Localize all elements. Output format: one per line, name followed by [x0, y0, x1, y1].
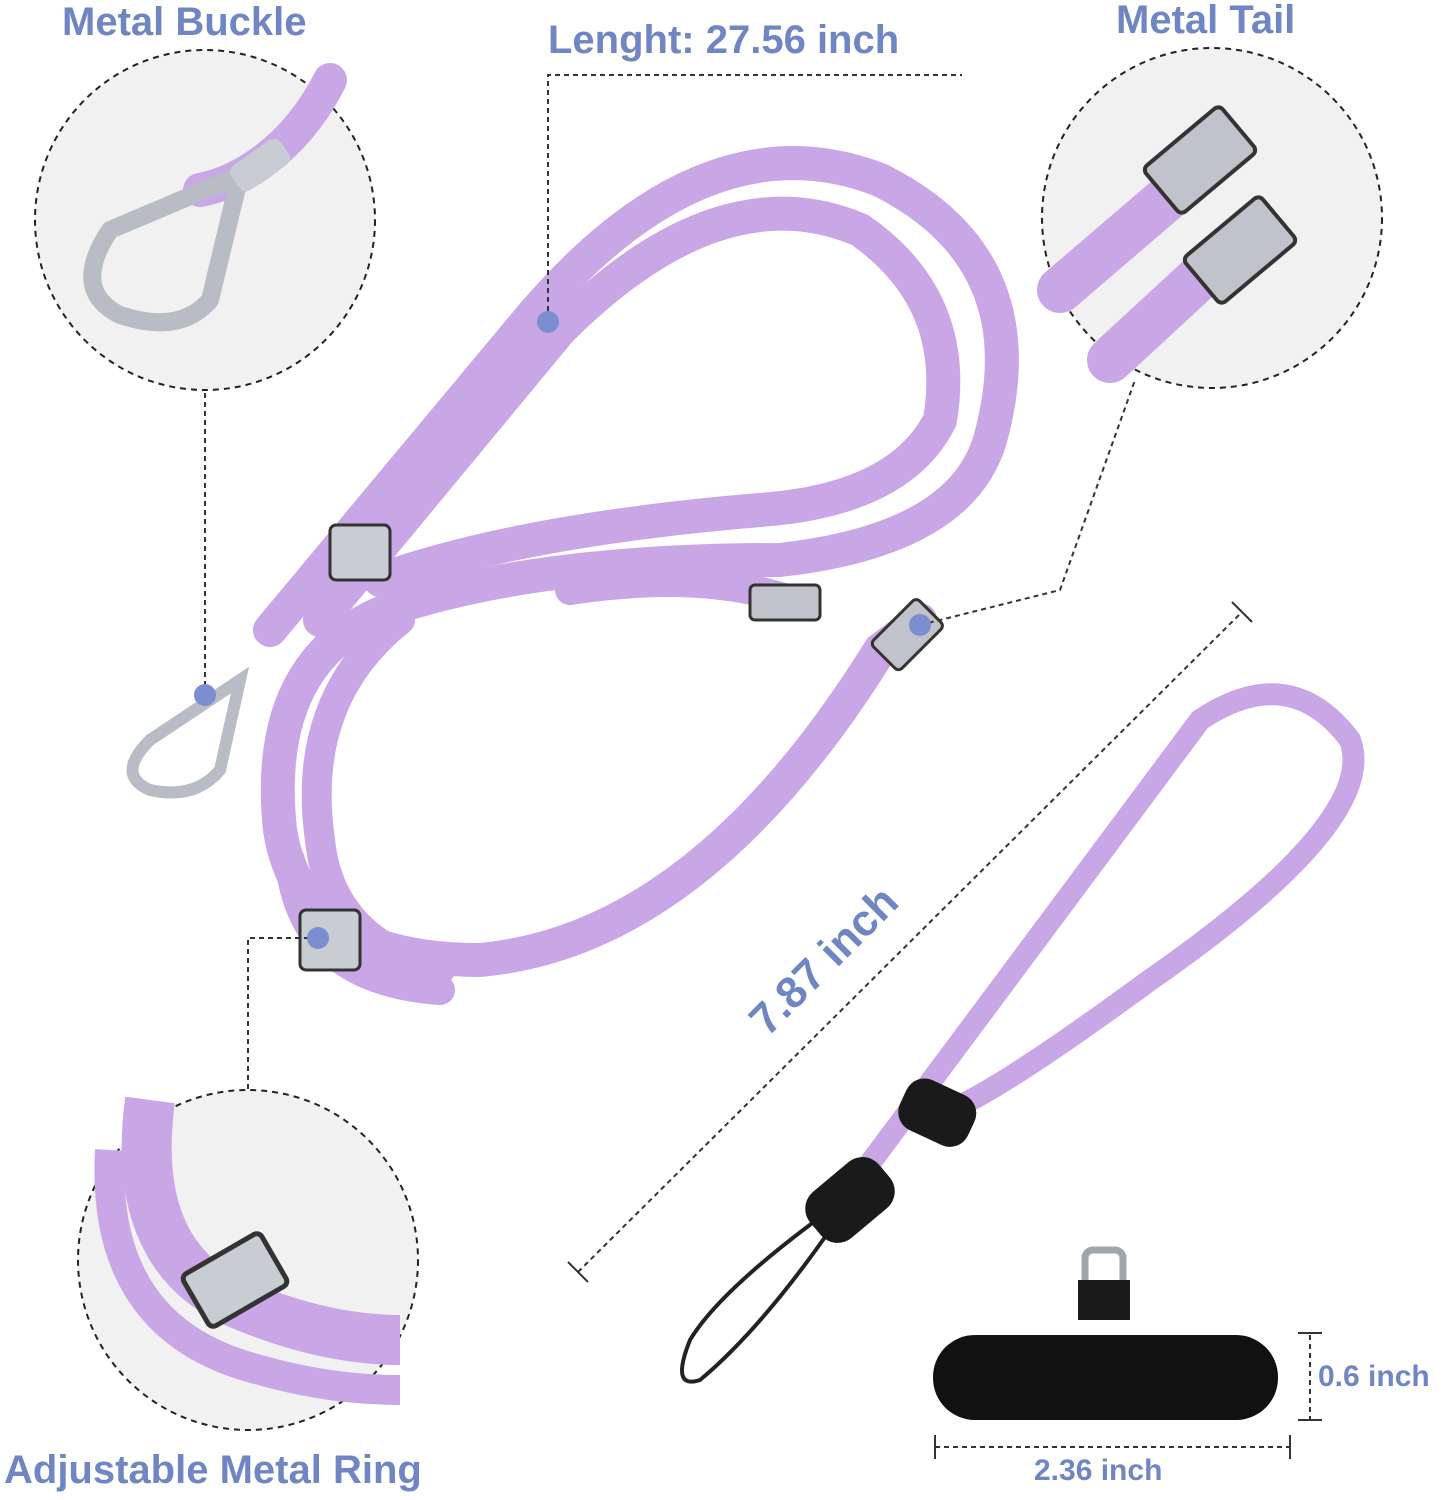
wrist-strap — [680, 683, 1365, 1384]
patch-dimension-lines — [934, 1332, 1322, 1459]
metal-buckle-detail-circle — [34, 49, 376, 391]
wrist-dimension-line — [567, 601, 1253, 1283]
patch-width-label: 2.36 inch — [1034, 1454, 1163, 1487]
adjustable-ring-detail-circle — [77, 1089, 419, 1431]
length-label: Lenght: 27.56 inch — [548, 18, 900, 62]
patch-height-label: 0.6 inch — [1318, 1360, 1430, 1393]
callout-dots — [194, 311, 931, 949]
metal-buckle-label: Metal Buckle — [62, 0, 307, 44]
adjustable-ring-label: Adjustable Metal Ring — [4, 1448, 422, 1492]
metal-tail-label: Metal Tail — [1116, 0, 1296, 42]
leader-lines — [204, 74, 1136, 1090]
phone-patch — [933, 1246, 1278, 1420]
metal-tail-detail-circle — [1037, 47, 1383, 389]
